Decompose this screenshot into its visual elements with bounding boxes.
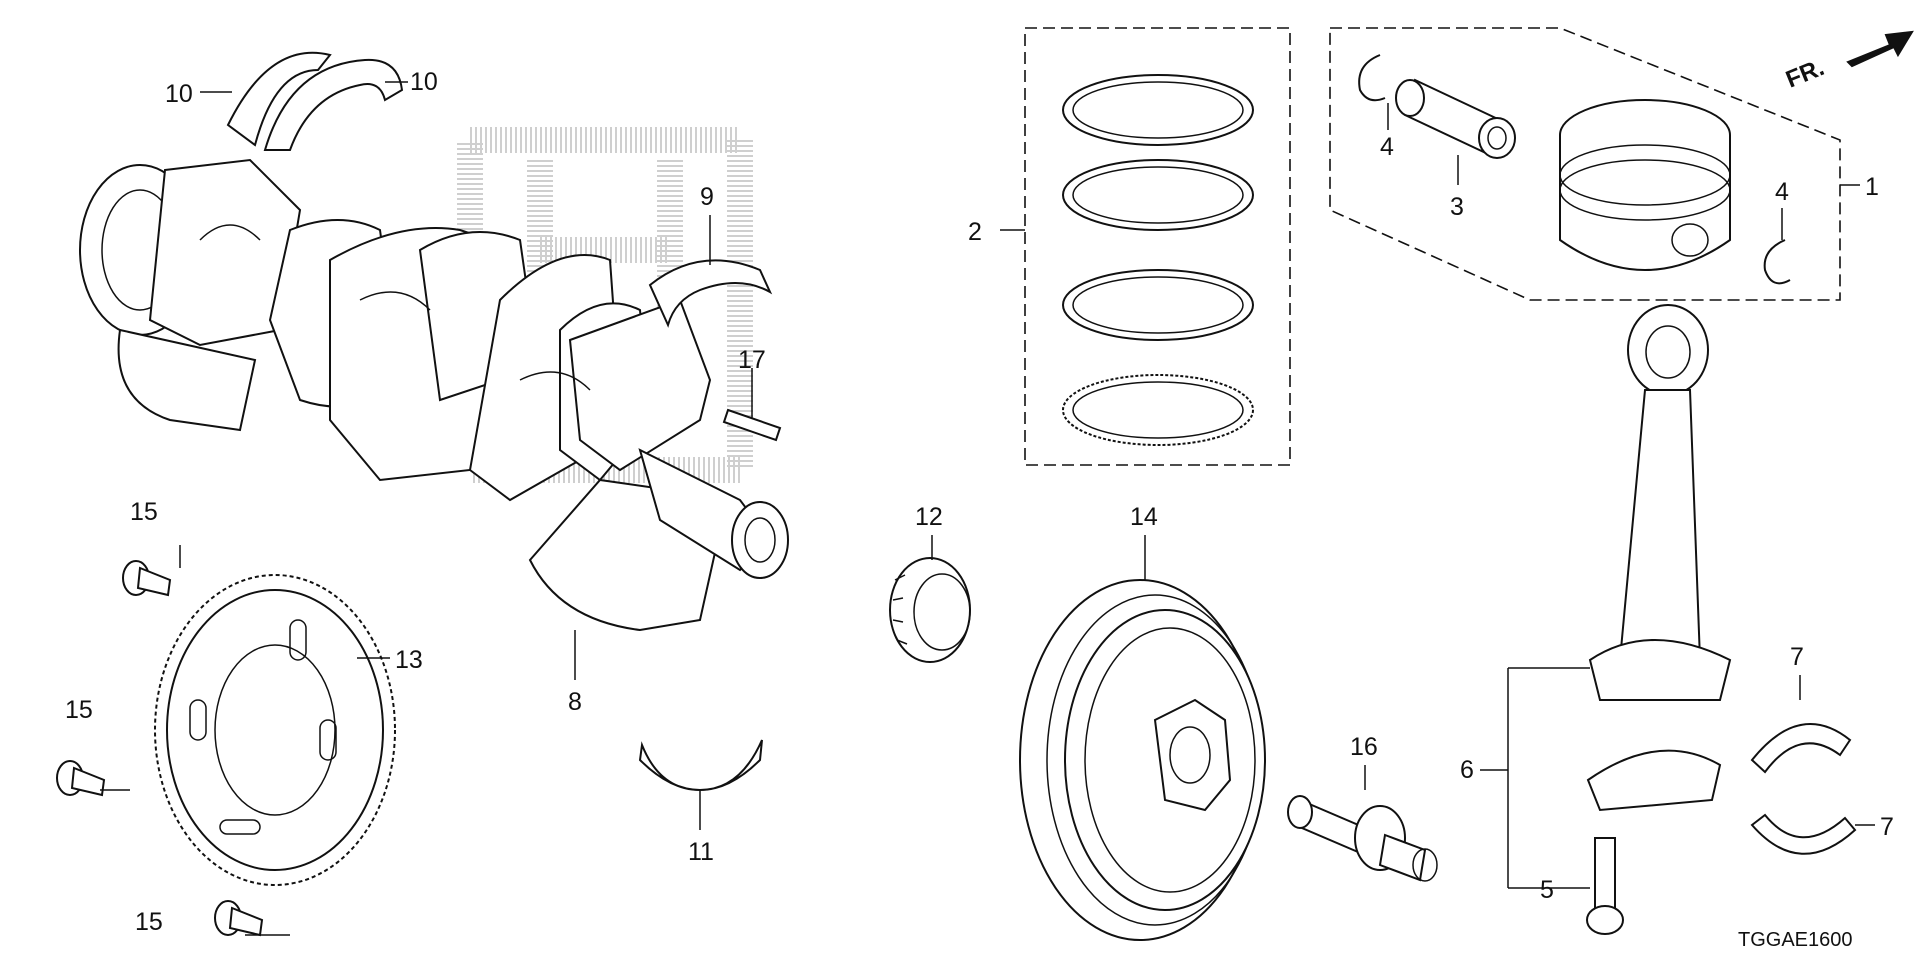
arrow-right-icon [1846,30,1914,68]
callout-4-left: 4 [1380,133,1394,161]
part-14-crank-pulley[interactable] [1019,579,1266,941]
callout-7-upper: 7 [1790,643,1804,671]
callout-4-right: 4 [1775,178,1789,206]
callout-8: 8 [568,688,582,716]
callout-13: 13 [395,646,423,674]
part-3-piston-pin[interactable] [1395,78,1516,159]
callout-16: 16 [1350,733,1378,761]
part-9-main-bearing-upper[interactable] [648,259,773,328]
part-15-bolt-middle[interactable] [56,760,106,797]
front-direction-indicator: FR. [1782,30,1914,94]
part-15-bolt-bottom[interactable] [214,900,264,937]
callout-2: 2 [968,218,982,246]
part-11-main-bearing-lower[interactable] [638,739,763,792]
callout-3: 3 [1450,193,1464,221]
part-5-rod-bolt[interactable] [1586,837,1624,935]
part-2-piston-ring-set[interactable] [1024,27,1291,466]
callout-14: 14 [1130,503,1158,531]
callout-12: 12 [915,503,943,531]
callout-15-top: 15 [130,498,158,526]
callout-15-bottom: 15 [135,908,163,936]
part-7-rod-bearing-upper[interactable] [1750,723,1852,774]
callout-17: 17 [738,346,766,374]
part-1-piston-assembly[interactable] [1329,27,1841,301]
callout-5: 5 [1540,876,1554,904]
part-12-crank-sprocket[interactable] [889,557,971,663]
callout-10-right: 10 [410,68,438,96]
callout-labels: 1 2 3 4 4 5 6 7 7 8 9 10 10 11 12 13 14 … [65,68,1894,936]
part-13-reluctor-ring[interactable] [154,574,396,886]
callout-9: 9 [700,183,714,211]
callout-7-lower: 7 [1880,813,1894,841]
part-8-crankshaft[interactable] [79,158,789,632]
diagram-code: TGGAE1600 [1738,929,1853,951]
part-10-thrust-washers[interactable] [226,51,404,151]
part-7-rod-bearing-lower[interactable] [1750,813,1857,855]
part-17-key[interactable] [722,408,782,442]
callout-10-left: 10 [165,80,193,108]
callout-1: 1 [1865,173,1879,201]
part-16-pulley-bolt[interactable] [1287,795,1438,882]
part-4-snap-ring-right[interactable] [1763,239,1791,285]
callout-15-middle: 15 [65,696,93,724]
callout-6: 6 [1460,756,1474,784]
part-15-bolt-top[interactable] [122,560,172,597]
part-6-connecting-rod[interactable] [1586,304,1732,812]
callout-11: 11 [688,838,714,866]
part-4-snap-ring-left[interactable] [1358,54,1386,102]
leader-lines [100,81,1875,936]
front-direction-label: FR. [1782,54,1828,94]
